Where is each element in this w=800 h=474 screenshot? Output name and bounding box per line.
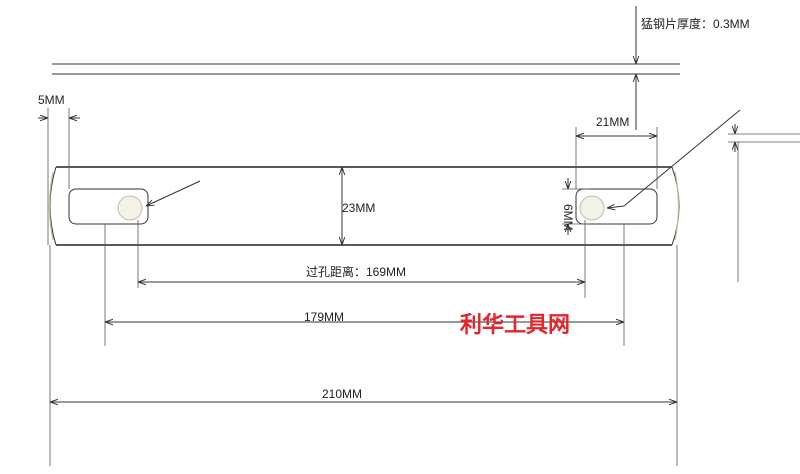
right-hole-leader xyxy=(623,109,741,207)
slot-height-label: 6MM xyxy=(561,204,575,231)
overall-length-dimension: 210MM xyxy=(49,245,678,466)
height-label: 23MM xyxy=(342,201,375,215)
watermark: 利华工具网 xyxy=(460,312,570,338)
slot-span-dimension: 179MM xyxy=(104,224,625,346)
left-hole xyxy=(117,195,143,221)
edge-offset-dimension: 5MM xyxy=(38,93,80,245)
slot-width-dimension: 21MM xyxy=(575,115,658,189)
slot-span-label: 179MM xyxy=(304,310,344,324)
edge-offset-label: 5MM xyxy=(38,93,65,107)
overall-length-label: 210MM xyxy=(322,387,362,401)
plate-left-end xyxy=(49,166,57,246)
left-hole-leader xyxy=(146,180,201,206)
height-dimension: 23MM xyxy=(342,167,375,245)
right-thickness-callout xyxy=(728,124,800,282)
right-hole xyxy=(579,195,605,221)
plate-left-bevel xyxy=(48,171,54,241)
slot-width-label: 21MM xyxy=(596,115,629,129)
hole-distance-dimension: 过孔距离：169MM xyxy=(137,220,586,298)
right-slot-outline xyxy=(575,188,658,225)
right-slot xyxy=(575,109,741,225)
steel-plate xyxy=(48,166,680,246)
plate-right-bevel xyxy=(674,171,680,241)
left-slot xyxy=(68,180,201,225)
thickness-label: 猛钢片厚度：0.3MM xyxy=(641,16,750,31)
right-hole-leader-tip xyxy=(607,206,625,208)
hole-distance-label: 过孔距离：169MM xyxy=(306,264,406,279)
thickness-dimension: 猛钢片厚度：0.3MM xyxy=(52,6,750,130)
